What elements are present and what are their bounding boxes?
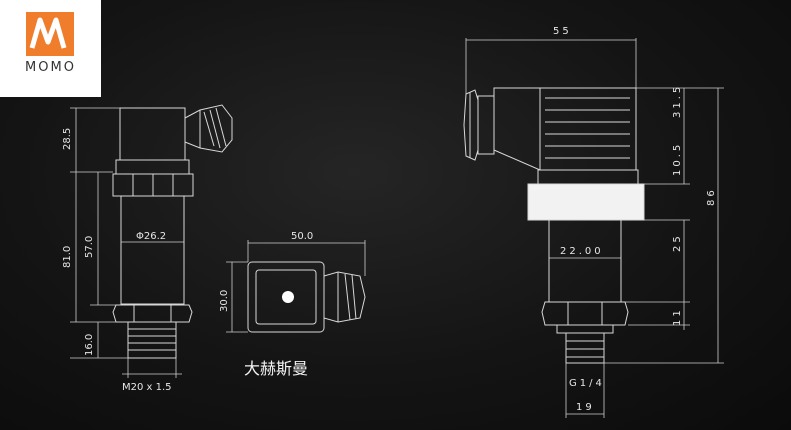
dim-11-label: 11 xyxy=(672,307,683,326)
brand-label: 大赫斯曼 xyxy=(244,359,308,378)
connector-center-dot xyxy=(282,291,294,303)
left-dimension-lines xyxy=(70,107,184,378)
connector-dimension-lines xyxy=(226,240,366,333)
logo-text: MOMO xyxy=(25,60,76,75)
dim-19-label: 19 xyxy=(576,402,595,413)
dim-30-label: 30.0 xyxy=(219,290,230,312)
dim-50-label: 50.0 xyxy=(291,231,313,242)
dim-16-label: 16.0 xyxy=(84,334,95,356)
left-sensor-outline xyxy=(112,104,233,359)
dim-55-label: 55 xyxy=(553,26,572,37)
diameter-label: Φ26.2 xyxy=(136,231,166,242)
dim-22-label: 22.00 xyxy=(560,246,604,257)
dim-81-label: 81.0 xyxy=(62,246,73,268)
dim-86-label: 86 xyxy=(706,187,717,206)
logo-mark-icon xyxy=(26,12,74,56)
thread-g14-label: G1/4 xyxy=(569,378,605,389)
connector-outline xyxy=(247,261,366,333)
thread-m20-label: M20 x 1.5 xyxy=(122,382,172,393)
dim-25-label: 25 xyxy=(672,233,683,252)
right-sensor-outline xyxy=(463,87,645,364)
dim-10-5-label: 10.5 xyxy=(672,142,683,176)
brand-logo: MOMO xyxy=(0,0,101,97)
dim-57-label: 57.0 xyxy=(84,236,95,258)
dim-31-5-label: 31.5 xyxy=(672,84,683,118)
right-dimension-lines xyxy=(465,38,724,418)
dim-28-5-label: 28.5 xyxy=(62,128,73,150)
